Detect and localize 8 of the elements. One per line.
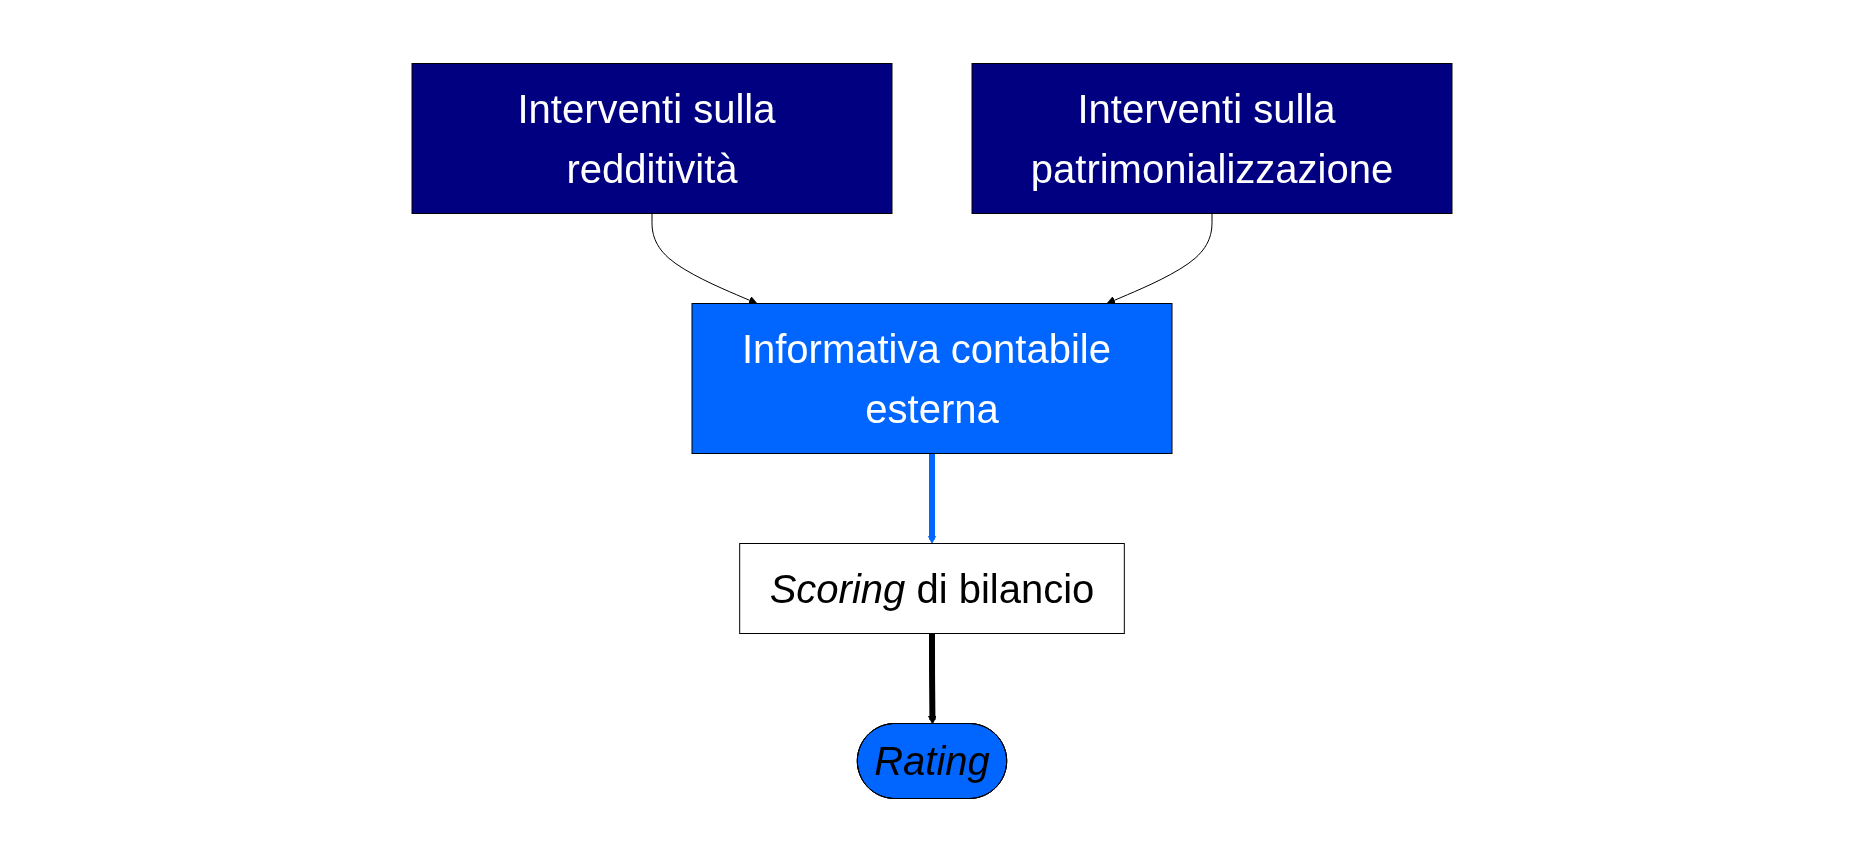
node-box: Interventi sulla redditività: [411, 63, 892, 214]
arrow: [651, 213, 757, 305]
arrow: [927, 453, 936, 544]
node-box: Interventi sulla patrimonializzazione: [971, 63, 1452, 214]
arrow: [1106, 213, 1212, 305]
node-box: Scoring di bilancio: [738, 543, 1125, 634]
arrow: [927, 633, 937, 725]
node-box: Informativa contabile esterna: [691, 303, 1172, 454]
